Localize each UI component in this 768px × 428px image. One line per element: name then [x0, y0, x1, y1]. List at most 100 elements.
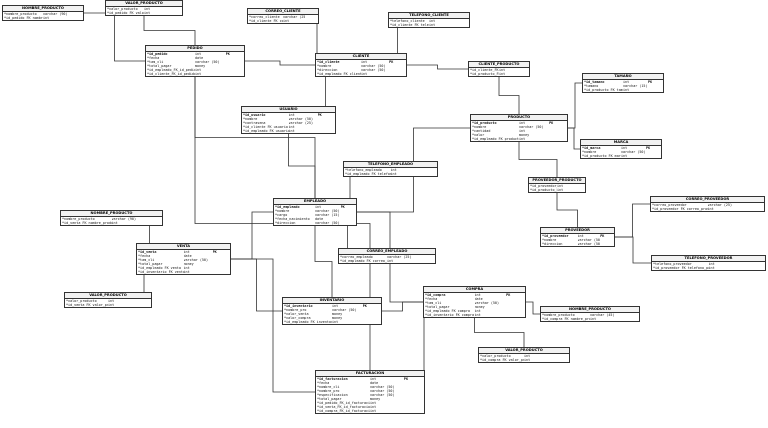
relationship-line	[498, 77, 520, 114]
relationship-line	[518, 142, 558, 177]
entity-title: CORREO_CLIENTE	[248, 9, 318, 15]
attribute-name: *total_pagar	[317, 397, 342, 401]
attribute-name: *id_empleado FK compra	[425, 309, 470, 313]
attribute-key: PK	[212, 250, 217, 254]
entity-proveedor-producto[interactable]: PROVEEDOR_PRODUCTO*id_proveedor_FKint*id…	[528, 177, 586, 193]
attribute-type: varchar (50)	[332, 308, 357, 312]
relationship-line	[568, 127, 580, 150]
attribute-type: int	[474, 309, 481, 313]
attribute-name: *id_cliente FK telefono_cliente	[390, 23, 429, 27]
attribute-key	[305, 19, 317, 23]
attribute-name: *id_facturacion	[317, 377, 348, 381]
attribute-name: *valor_venta	[284, 312, 309, 316]
attribute-type: int	[390, 172, 397, 176]
attribute-name: *valor_producto	[66, 299, 97, 303]
attribute-name: *id_pedido FK nombre_pedido	[4, 16, 43, 20]
attribute-name: *id_empleado FK producto	[472, 137, 519, 141]
attribute-type: date	[315, 217, 324, 221]
attribute-type: int	[524, 358, 531, 362]
attribute-key: PK	[647, 80, 653, 84]
attribute-name: *nombre	[243, 117, 258, 121]
attribute-name: *id_producto_FK	[530, 188, 557, 192]
attribute-name: *id_tamano	[584, 80, 605, 84]
attribute-type: int	[524, 354, 531, 358]
relationship-line	[231, 258, 282, 312]
attribute-type: int	[332, 304, 339, 308]
relationship-line	[231, 258, 315, 393]
attribute-type: int	[707, 207, 714, 211]
attribute-type: int	[283, 19, 290, 23]
attribute-name: *id_venta FK valor_producto	[66, 303, 108, 307]
attribute-type: int	[144, 11, 151, 15]
attribute-name: *correo_proveedor	[652, 203, 687, 207]
attribute-type: varchar (45)	[590, 313, 615, 317]
attribute-name: *nombre_cli	[317, 385, 340, 389]
attribute-type: int	[332, 320, 339, 324]
attribute-name: *tam_cli	[147, 60, 164, 64]
relationship-line	[143, 16, 196, 45]
attribute-type: int	[621, 146, 628, 150]
attribute-key: PK	[549, 121, 554, 125]
attribute-name: *tam_cli	[425, 301, 442, 305]
relationship-line	[245, 60, 315, 66]
attribute-type: int	[361, 60, 368, 64]
attribute-name: *tam_cli	[138, 258, 155, 262]
attribute-key	[213, 270, 229, 274]
attribute-name: *id_compra FK valor_producto	[480, 358, 524, 362]
attribute-type: int	[370, 409, 377, 413]
attribute-type: int	[621, 154, 628, 158]
relationship-line	[407, 64, 468, 70]
attribute-type: int	[195, 52, 202, 56]
entity-title: USUARIO	[242, 107, 335, 113]
attribute-row: *total_pagar money	[317, 397, 423, 401]
attribute-type: varchar (50)	[361, 68, 386, 72]
attribute-key: PK	[389, 60, 394, 64]
attribute-name: *nombre	[317, 64, 332, 68]
attribute-type: money	[370, 397, 381, 401]
entity-title: EMPLEADO	[274, 199, 356, 205]
attribute-type: varchar (25)	[707, 203, 733, 207]
